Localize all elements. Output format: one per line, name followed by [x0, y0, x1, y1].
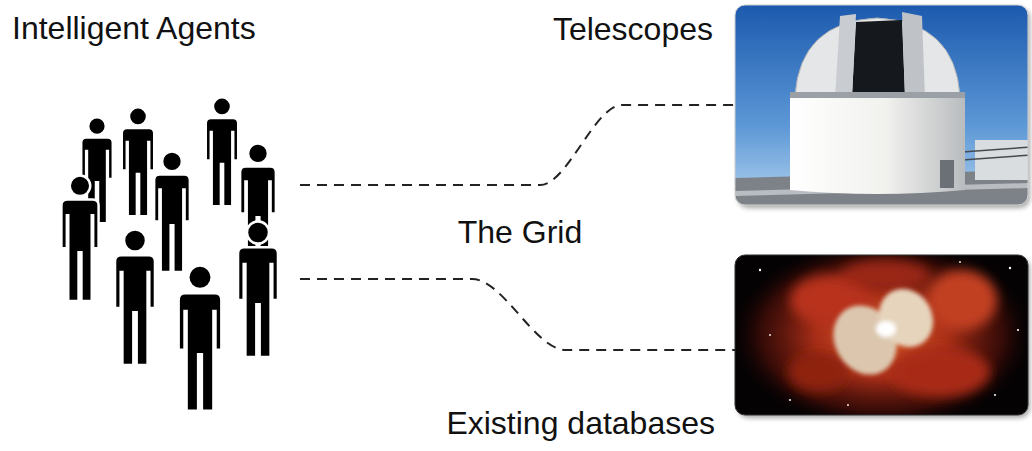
observatory-dome	[795, 18, 960, 96]
person-icon	[115, 229, 155, 365]
agents-group: Intelligent Agents	[0, 0, 300, 420]
heading-holder: Intelligent Agents	[12, 10, 256, 47]
nebula-core	[821, 279, 943, 386]
dome-shutter	[835, 14, 856, 98]
telescope-photo	[735, 5, 1030, 208]
dashed-connector	[300, 105, 735, 185]
nebula-glow	[735, 255, 1028, 415]
node-label: The Grid	[458, 214, 582, 251]
photo-frame	[735, 5, 1028, 205]
people-crowd	[61, 98, 278, 411]
node-heading: Existing databases	[446, 405, 715, 442]
side-building	[975, 140, 1028, 180]
telescope-photo-box: Telescopes	[735, 5, 1028, 205]
door	[940, 160, 954, 188]
nebula-clouds	[788, 260, 997, 397]
person-icon	[238, 221, 278, 357]
observatory-wall	[790, 95, 965, 194]
person-icon	[206, 98, 238, 206]
stars	[759, 261, 1019, 406]
person-icon	[178, 265, 221, 411]
heading-holder: Existing databases	[446, 405, 715, 442]
node-heading: Intelligent Agents	[12, 10, 256, 47]
photo-frame	[735, 255, 1028, 415]
bubble-shape	[371, 83, 669, 381]
person-icon	[154, 152, 190, 272]
grid-bubble: The Grid	[370, 82, 670, 382]
person-icon	[122, 108, 154, 216]
node-heading: Telescopes	[553, 11, 713, 48]
nebula-photo	[732, 240, 1032, 430]
person-icon	[61, 176, 98, 302]
dome-slit	[852, 20, 905, 96]
heading-holder: Telescopes	[553, 11, 713, 48]
dome-base	[790, 92, 965, 98]
railing	[962, 147, 1028, 160]
database-photo-box: Existing databases	[735, 255, 1028, 415]
dome-shutter	[902, 12, 925, 98]
dashed-connector	[300, 279, 735, 350]
